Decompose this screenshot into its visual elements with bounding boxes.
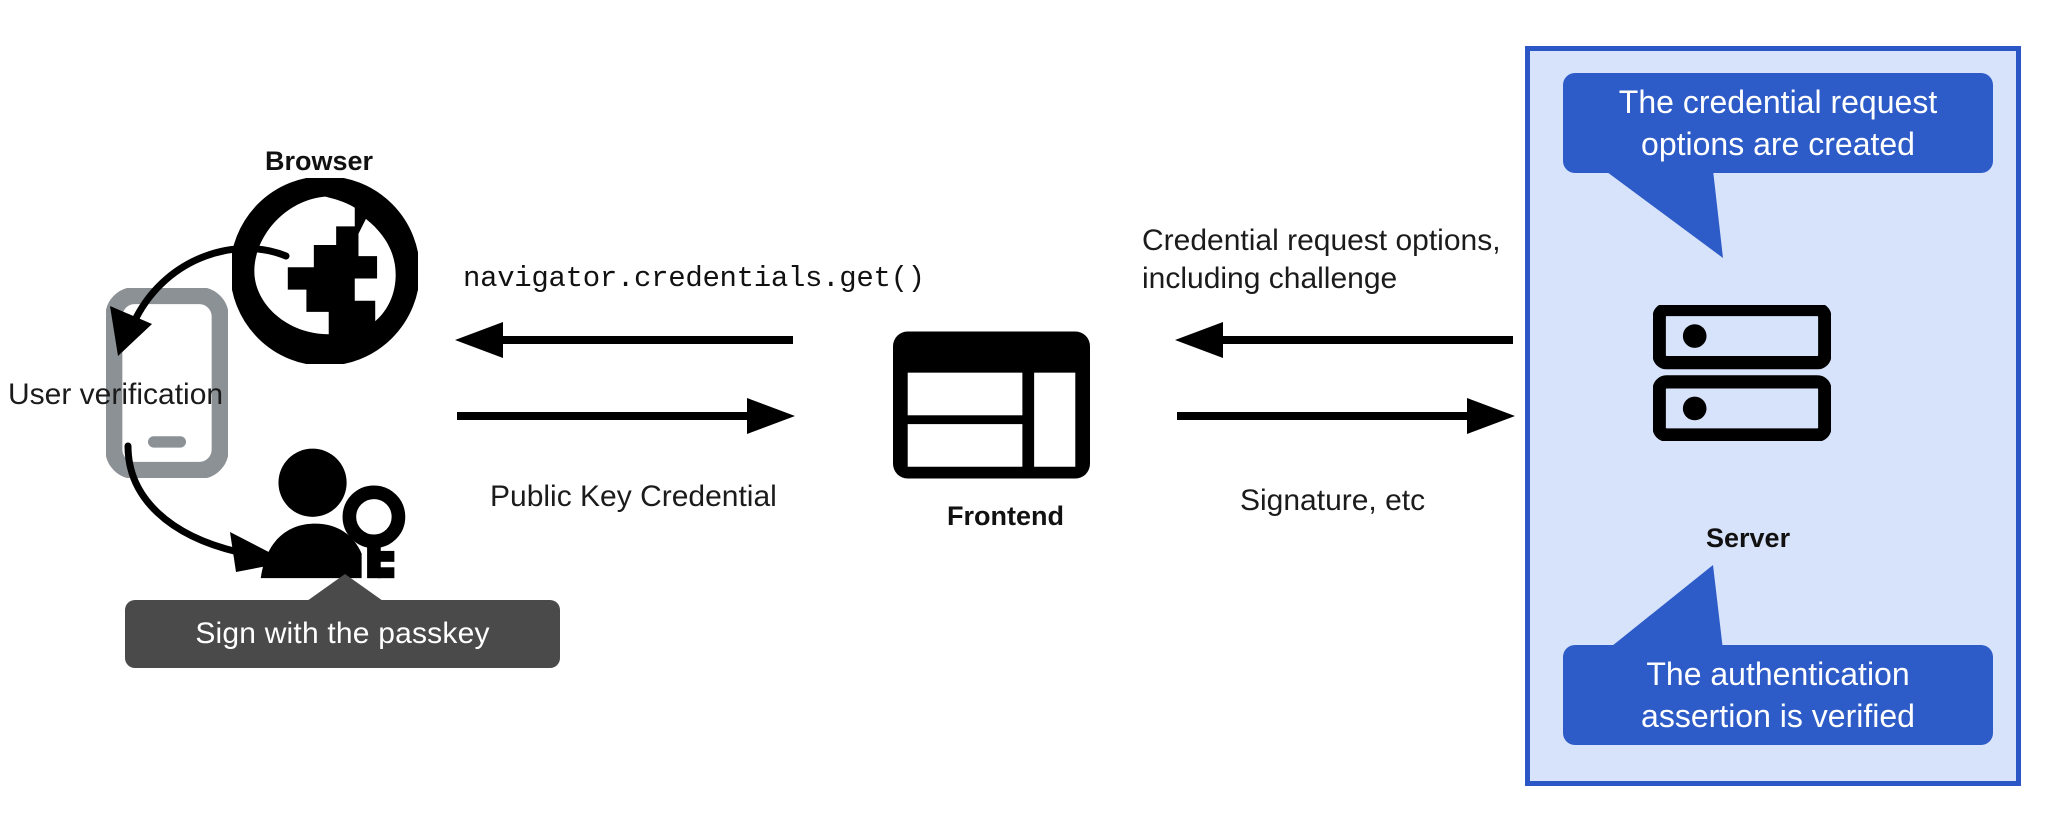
sign-with-passkey-tooltip: Sign with the passkey: [125, 574, 560, 668]
callout-top-tail: [1603, 170, 1723, 258]
frontend-label: Frontend: [947, 501, 1064, 531]
arrow-browser-to-frontend: [457, 398, 795, 434]
user-verification-label: User verification: [8, 378, 224, 411]
globe-icon: [230, 176, 420, 366]
person-with-key-icon: [258, 440, 408, 580]
arrow-server-to-frontend: [1175, 322, 1513, 358]
tooltip-notch: [307, 574, 383, 601]
arrow-frontend-to-server: [1177, 398, 1515, 434]
server-rack-icon: [1652, 302, 1832, 442]
mobile-phone-icon: [105, 287, 229, 479]
callout-credential-request-options-created: The credential request options are creat…: [1563, 73, 1993, 173]
curved-arrow-browser-to-phone: [110, 245, 290, 356]
browser-label: Browser: [265, 146, 374, 176]
navigator-credentials-get-label: navigator.credentials.get(): [463, 262, 925, 295]
sign-with-passkey-tooltip-text: Sign with the passkey: [195, 617, 490, 650]
credential-request-options-label: Credential request options, including ch…: [1142, 224, 1501, 295]
arrow-frontend-to-browser: [455, 322, 793, 358]
web-layout-icon: [893, 331, 1090, 479]
signature-etc-label: Signature, etc: [1240, 484, 1426, 517]
callout-bottom-tail: [1607, 565, 1723, 650]
public-key-credential-label: Public Key Credential: [490, 480, 777, 513]
callout-authentication-assertion-verified: The authentication assertion is verified: [1563, 645, 1993, 745]
server-label: Server: [1706, 523, 1791, 553]
